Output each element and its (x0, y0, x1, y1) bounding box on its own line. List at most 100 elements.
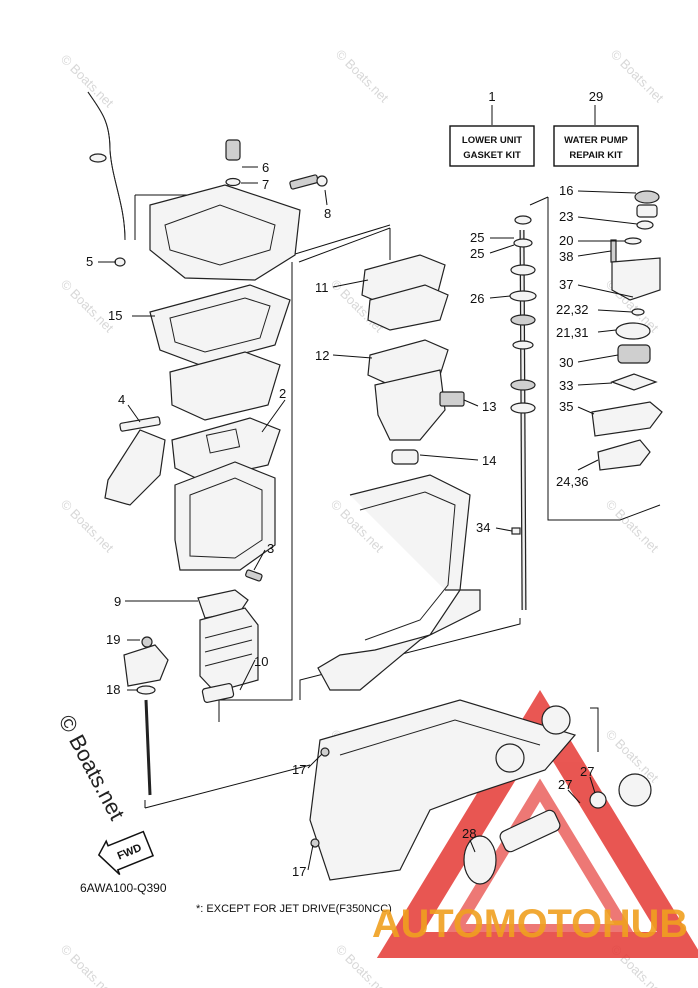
shift-rod-part (144, 699, 152, 796)
brand-logo (376, 689, 698, 958)
exhaust-manifold-part (374, 369, 446, 441)
callout-38: 38 (559, 249, 573, 264)
callout-label: 29 (589, 89, 603, 104)
o-ring-28-part (463, 835, 497, 885)
upper-casing-detail (164, 204, 276, 266)
kit-box-line2: REPAIR KIT (569, 150, 622, 161)
callout-7: 7 (262, 177, 269, 192)
water-tube-part (87, 91, 126, 241)
grommet-16-part (634, 190, 660, 204)
muffler-part (199, 607, 259, 693)
watermark-text: © Boats.net (58, 497, 117, 556)
upper-casing-part (149, 184, 301, 281)
lower-casing-part (317, 474, 481, 691)
kit-box-frame (553, 125, 639, 167)
seal-13-part (439, 391, 465, 407)
kit-box-water-pump: 29 WATER PUMP REPAIR KIT (553, 89, 639, 167)
kit-box-line2: GASKET KIT (463, 150, 521, 161)
callout-20: 20 (559, 233, 573, 248)
upper-housing-detail (189, 477, 263, 559)
callout-labels: 1 2 3 4 5 6 7 8 9 10 11 12 13 14 15 16 1… (86, 160, 594, 879)
callout-21-31: 21,31 (556, 325, 589, 340)
callout-3: 3 (267, 541, 274, 556)
bearing-part (510, 379, 536, 391)
callout-18: 18 (106, 682, 120, 697)
sleeve-part (510, 264, 536, 276)
upper-housing-part (174, 461, 276, 571)
callout-11: 11 (315, 280, 329, 295)
callout-27: 27 (558, 777, 572, 792)
bearing-part (510, 314, 536, 326)
callout-17: 17 (292, 762, 306, 777)
brand-logo-text: AUTOMOTOHUB (372, 902, 688, 946)
watermark-text: © Boats.net (603, 497, 662, 556)
lower-casing-detail (359, 491, 456, 641)
callout-10: 10 (254, 654, 268, 669)
watermark-text: © Boats.net (333, 47, 392, 106)
callout-30: 30 (559, 355, 573, 370)
diagram-code: 6AWA100-Q390 (80, 881, 167, 895)
gasket-7-part (225, 177, 241, 187)
bearing-housing-part (510, 402, 536, 414)
kit-box-frame (449, 125, 535, 167)
bearing-25-part (513, 238, 533, 248)
pinion-part (495, 743, 525, 773)
o-ring-5-part (114, 257, 126, 267)
bolt-17-part (320, 747, 330, 757)
callout-27: 27 (580, 764, 594, 779)
callout-17: 17 (292, 864, 306, 879)
gear-case-detail (339, 719, 541, 756)
seal-27-part (589, 791, 607, 809)
bearing-gear-part (541, 705, 571, 735)
nut-19-part (141, 636, 153, 648)
gasket-10-part (201, 682, 235, 704)
gasket-15-inner (169, 297, 271, 353)
bracket-4-part (119, 416, 161, 432)
callout-25: 25 (470, 246, 484, 261)
callout-5: 5 (86, 254, 93, 269)
leader-lines (98, 105, 638, 871)
watermark-text: © Boats.net (608, 47, 667, 106)
watermark-text: © Boats.net (58, 942, 117, 988)
callout-26: 26 (470, 291, 484, 306)
pin-34-part (511, 527, 521, 535)
fwd-arrow-icon (97, 830, 155, 876)
water-tube-core (87, 91, 126, 241)
water-pipe-part (104, 429, 166, 506)
seal-14-part (391, 449, 419, 465)
callout-22-32: 22,32 (556, 302, 589, 317)
kit-box-line1: WATER PUMP (564, 135, 628, 146)
seal-25-part (514, 215, 532, 225)
insert-23-part (636, 220, 654, 230)
callout-23: 23 (559, 209, 573, 224)
callout-24-36: 24,36 (556, 474, 589, 489)
pump-housing-37-part (611, 257, 661, 301)
cover-19-part (123, 644, 169, 687)
callout-14: 14 (482, 453, 496, 468)
watermark-text: © Boats.net (58, 52, 117, 111)
side-watermark: © Boats.net (54, 711, 130, 825)
plate-35-part (591, 401, 663, 437)
bolt-8-part (289, 174, 319, 190)
exhaust-guide-part (169, 351, 281, 421)
callout-8: 8 (324, 206, 331, 221)
insert-cartridge-30-part (617, 344, 651, 364)
propeller-shaft-housing-part (499, 809, 561, 853)
bolt-3-part (245, 569, 263, 582)
gasket-2-window (205, 428, 241, 454)
seal-20-part (624, 237, 642, 245)
kit-box-line1: LOWER UNIT (462, 135, 522, 146)
gasket-24-part (597, 439, 651, 471)
triangle-inner-icon (444, 778, 636, 936)
callout-4: 4 (118, 392, 125, 407)
o-ring-22-part (631, 308, 645, 316)
callout-25: 25 (470, 230, 484, 245)
callout-12: 12 (315, 348, 329, 363)
callout-15: 15 (108, 308, 122, 323)
muffler-ribs (204, 625, 253, 667)
callout-label: 1 (488, 89, 495, 104)
o-ring-26-part (509, 290, 537, 302)
footnote: *: EXCEPT FOR JET DRIVE(F350NCC) (196, 903, 392, 915)
washer-8-part (316, 175, 328, 187)
